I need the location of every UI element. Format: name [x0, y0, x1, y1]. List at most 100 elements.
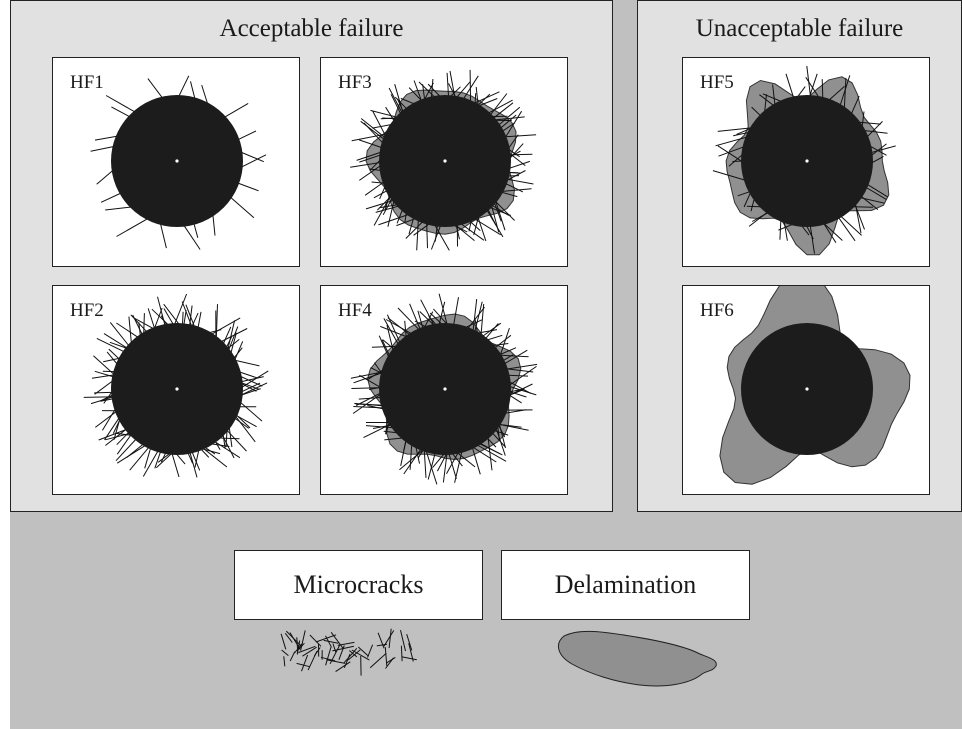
microcrack-line	[717, 145, 746, 164]
microcrack-line	[370, 109, 401, 119]
microcrack-line	[470, 445, 497, 463]
microcrack-line	[473, 301, 483, 335]
microcrack-line	[476, 441, 503, 456]
microcrack-swatch-line	[325, 646, 332, 666]
card-hf5: HF5	[682, 57, 930, 267]
microcrack-line	[399, 447, 426, 471]
microcrack-line	[447, 450, 457, 479]
microcrack-swatch-line	[369, 652, 387, 669]
microcrack-swatch-line	[400, 629, 406, 652]
microcrack-line	[506, 153, 533, 156]
microcrack-swatch-line	[300, 630, 306, 651]
microcrack-swatch-line	[281, 649, 289, 656]
microcrack-line	[437, 301, 446, 328]
microcrack-line	[170, 450, 180, 478]
microcrack-line	[90, 145, 117, 152]
microcrack-line	[480, 303, 485, 339]
microcrack-line	[452, 297, 459, 328]
hole-diagram-hf6	[719, 286, 911, 485]
microcrack-line	[116, 322, 141, 340]
microcrack-swatch-line	[309, 634, 322, 647]
card-hf4: HF4	[320, 285, 568, 495]
microcrack-line	[83, 396, 116, 398]
microcrack-line	[498, 327, 510, 359]
microcrack-line	[427, 450, 437, 480]
microcrack-swatch-line	[289, 632, 301, 650]
microcrack-line	[147, 78, 165, 101]
hole-diagram-hf4	[350, 293, 538, 485]
microcrack-line	[416, 216, 419, 251]
microcrack-line	[496, 354, 529, 358]
microcrack-line	[228, 195, 255, 219]
microcrack-line	[430, 222, 443, 250]
card-label-hf3: HF3	[338, 72, 372, 93]
microcrack-swatch-line	[351, 649, 370, 661]
microcrack-line	[238, 376, 264, 383]
microcrack-line	[488, 93, 508, 118]
microcrack-swatch-line	[367, 644, 374, 658]
microcrack-line	[360, 118, 388, 140]
microcrack-line	[237, 399, 263, 422]
microcrack-swatch-line	[297, 642, 305, 651]
microcrack-line	[238, 370, 269, 390]
microcrack-swatch-line	[284, 632, 293, 643]
microcrack-swatch-line	[320, 656, 336, 662]
microcrack-line	[218, 328, 248, 344]
microcrack-line	[474, 443, 507, 462]
microcrack-line	[359, 163, 384, 181]
microcrack-line	[471, 444, 481, 475]
microcrack-line	[469, 69, 472, 105]
microcrack-line	[352, 392, 384, 414]
microcrack-swatch-line	[330, 632, 344, 650]
microcrack-line	[105, 432, 134, 441]
microcrack-swatch-line	[386, 656, 396, 664]
microcrack-swatch-line	[302, 646, 317, 657]
microcrack-line	[227, 326, 239, 354]
microcrack-swatch-line	[338, 645, 345, 660]
microcrack-line	[503, 363, 538, 370]
microcrack-line	[96, 337, 127, 354]
microcrack-line	[226, 320, 236, 353]
microcrack-line	[238, 154, 267, 170]
hole-diagram-hf2	[83, 293, 269, 478]
microcrack-swatch-line	[388, 628, 392, 649]
microcrack-line	[386, 314, 402, 346]
microcrack-swatch-line	[280, 633, 287, 650]
microcrack-line	[502, 134, 537, 138]
microcrack-line	[116, 216, 151, 237]
microcrack-line	[400, 437, 408, 467]
microcrack-line	[715, 135, 751, 147]
microcrack-swatch-line	[406, 634, 413, 651]
microcrack-line	[423, 447, 427, 478]
microcrack-line	[94, 409, 119, 428]
microcrack-line	[471, 216, 501, 236]
microcrack-swatch-line	[343, 653, 351, 668]
microcrack-line	[115, 436, 139, 462]
microcrack-swatch-line	[301, 654, 309, 672]
microcrack-line	[364, 179, 387, 196]
microcrack-line	[504, 178, 534, 185]
unacceptable-failure-title: Unacceptable failure	[695, 15, 904, 42]
microcrack-swatch-line	[335, 661, 351, 673]
microcrack-line	[129, 444, 152, 471]
microcrack-line	[491, 116, 525, 121]
acceptable-failure-panel: Acceptable failure HF1 HF3 HF2 HF4	[10, 0, 613, 512]
microcrack-swatch-line	[307, 650, 318, 671]
microcrack-line	[490, 102, 514, 121]
microcrack-line	[100, 191, 124, 203]
microcrack-line	[449, 70, 456, 100]
hole-center-dot	[443, 387, 447, 391]
microcrack-swatch-line	[323, 639, 339, 644]
microcrack-line	[358, 139, 385, 149]
microcrack-line	[496, 423, 529, 431]
microcrack-swatch-line	[329, 644, 341, 665]
microcrack-swatch-line	[293, 642, 303, 654]
card-hf1: HF1	[52, 57, 300, 267]
microcrack-swatch-line	[326, 659, 346, 664]
microcrack-line	[224, 427, 247, 452]
hole-diagram-hf3	[350, 69, 537, 251]
microcrack-swatch-line	[383, 630, 395, 647]
microcrack-swatch-line	[315, 634, 337, 643]
microcrack-line	[360, 120, 387, 142]
microcrack-line	[424, 447, 438, 485]
